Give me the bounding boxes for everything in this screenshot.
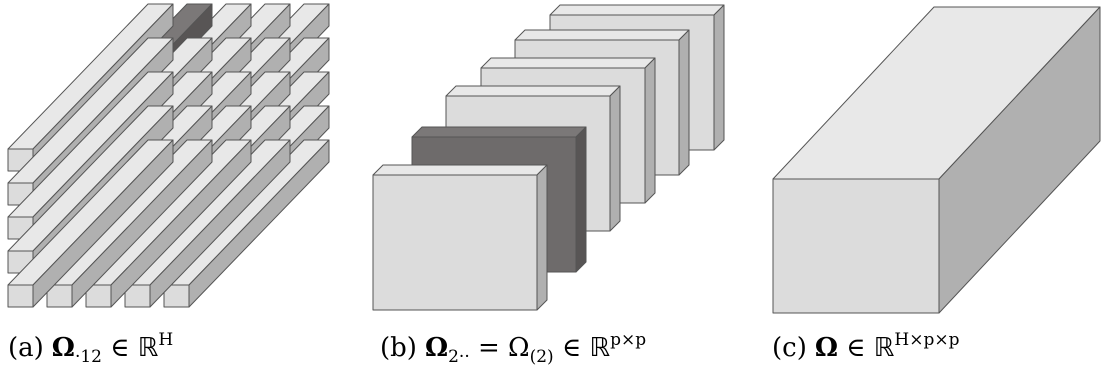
caption-b-equals: = Ω [469, 333, 530, 363]
caption-a-relation: ∈ [110, 333, 138, 363]
caption-b: (b)Ω2·· = Ω(2) ∈ ℝp×p [380, 330, 646, 367]
slice-6-top-face [549, 4, 725, 16]
caption-b-symbol: Ω [424, 333, 449, 363]
caption-b-label: (b) [380, 333, 417, 363]
caption-a-symbol: Ω [51, 333, 75, 363]
fiber-r5-c1 [7, 139, 174, 308]
slice-5-top-face [514, 29, 690, 41]
fiber-r5-c1-front-face [7, 284, 34, 308]
caption-a-superscript: H [158, 330, 174, 350]
slice-2-side-face [575, 126, 587, 273]
slices-diagram [372, 4, 725, 311]
tensor-cube-front-face [772, 178, 940, 314]
caption-c-relation: ∈ [838, 333, 874, 363]
caption-a-subscript: ·12 [74, 347, 102, 367]
caption-a-space: ℝ [137, 333, 159, 363]
fiber-r5-c4-front-face [124, 284, 151, 308]
caption-c-space: ℝ [873, 333, 895, 363]
fiber-r5-c5-front-face [163, 284, 190, 308]
slice-1-front-face [372, 174, 538, 311]
slice-4-top-face [480, 57, 656, 69]
caption-b-subscript: 2·· [448, 347, 470, 367]
slice-2-top-face [411, 126, 587, 138]
fibers-diagram [7, 3, 330, 308]
fiber-r5-c2-front-face [46, 284, 73, 308]
slice-3-side-face [609, 85, 621, 232]
caption-a: (a)Ω·12 ∈ ℝH [8, 330, 173, 367]
caption-a-label: (a) [8, 333, 44, 363]
caption-b-space: ℝ [589, 333, 611, 363]
slice-3-top-face [445, 85, 621, 97]
slice-1-top-face [372, 164, 548, 176]
slice-1 [372, 164, 548, 311]
slice-5-side-face [678, 29, 690, 176]
slice-1-side-face [536, 164, 548, 311]
slice-6-side-face [713, 4, 725, 151]
caption-b-equals-subscript: (2) [529, 347, 554, 367]
full-tensor-diagram [772, 6, 1101, 314]
caption-b-superscript: p×p [610, 330, 647, 350]
fiber-r5-c3-front-face [85, 284, 112, 308]
slice-4-side-face [644, 57, 656, 204]
caption-c: (c)Ω ∈ ℝH×p×p [772, 330, 959, 363]
caption-c-superscript: H×p×p [894, 330, 960, 350]
tensor-cube [772, 6, 1101, 314]
caption-b-relation: ∈ [553, 333, 590, 363]
caption-c-symbol: Ω [814, 333, 839, 363]
caption-c-label: (c) [772, 333, 807, 363]
